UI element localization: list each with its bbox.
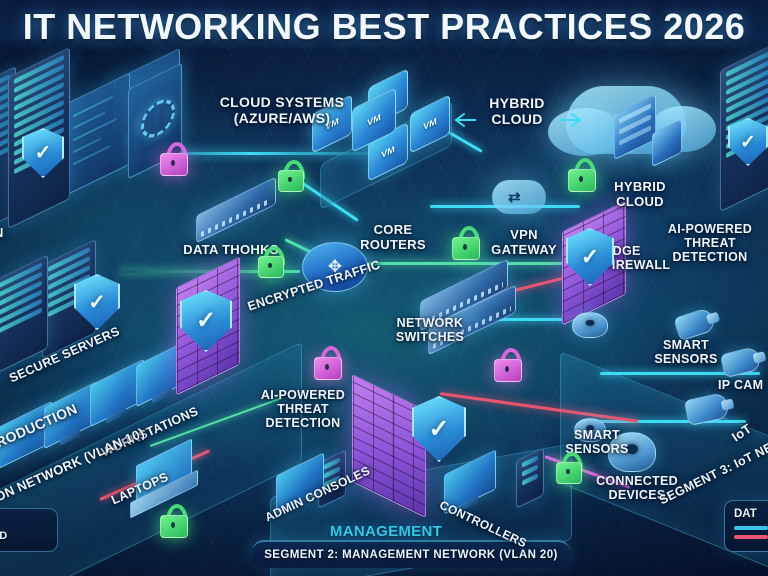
connected-device-dome [608, 432, 656, 472]
check-glyph: ✓ [34, 142, 52, 164]
check-glyph: ✓ [195, 307, 217, 334]
check-glyph: ✓ [88, 290, 106, 314]
padlock-icon-green-production [160, 504, 189, 538]
check-glyph: ✓ [580, 244, 600, 269]
arrow-left-icon-hybrid [454, 113, 476, 127]
page-title: IT NETWORKING BEST PRACTICES 2026 [22, 6, 746, 47]
segment-2-band: SEGMENT 2: MANAGEMENT NETWORK (VLAN 20) [252, 540, 570, 568]
dashboard-panel-sidebar [66, 72, 130, 196]
legend-box: DAT [724, 500, 768, 552]
padlock-icon-pink-upper [160, 142, 189, 176]
vm-cube-label: VM [325, 115, 339, 133]
secure-server-rack-a [0, 254, 48, 376]
segment-2-band-label: SEGMENT 2: MANAGEMENT NETWORK (VLAN 20) [264, 549, 558, 561]
padlock-icon-green-cloud [568, 158, 597, 192]
legend-row [734, 526, 768, 530]
ip-camera-icon-top [673, 306, 717, 342]
smart-sensor-dome-upper [572, 312, 608, 338]
edge-label-left-cropped: N [0, 225, 16, 241]
vm-cube-label: VM [381, 143, 395, 161]
router-arrows-glyph: ✥ [327, 257, 343, 276]
label-ai-threat-right: AI-POWERED THREAT DETECTION [667, 222, 753, 264]
padlock-icon-pink-mid [314, 346, 343, 380]
vm-cube: VM [312, 94, 352, 154]
label-vpn-gateway: VPN GATEWAY [491, 227, 557, 257]
label-ip-cameras: IP CAM [718, 378, 764, 392]
check-glyph: ✓ [740, 131, 756, 153]
padlock-icon-pink-right [494, 348, 523, 382]
legend-row [734, 535, 768, 539]
switch-top-icon [196, 176, 276, 244]
flow-line [596, 420, 746, 423]
core-router-icon: ✥ [302, 242, 368, 292]
legend-title: DAT [734, 508, 757, 520]
legend-swatch-data [734, 526, 768, 530]
check-glyph: ✓ [428, 414, 450, 443]
vm-cube-label: VM [367, 111, 381, 129]
traffic-blocked-note: FIC CKED [0, 508, 58, 552]
arrow-right-icon-hybrid [560, 113, 582, 127]
padlock-icon-green-trunk-2 [258, 246, 285, 278]
padlock-icon-green-vpn [452, 226, 481, 260]
label-core-routers: CORE ROUTERS [360, 222, 426, 252]
vm-cube-label: VM [423, 115, 437, 133]
gear-icon [141, 93, 175, 144]
padlock-icon-green-iot [556, 452, 583, 484]
legend-swatch-threat [734, 535, 768, 539]
padlock-icon-green-trunk [278, 160, 305, 192]
label-hybrid-cloud-right: HYBRID CLOUD [614, 179, 666, 209]
label-smart-sensors-right: SMART SENSORS [654, 338, 718, 366]
smart-sensor-dome-lower [574, 418, 606, 442]
cloud-sync-icon: ⇄ [508, 189, 521, 206]
